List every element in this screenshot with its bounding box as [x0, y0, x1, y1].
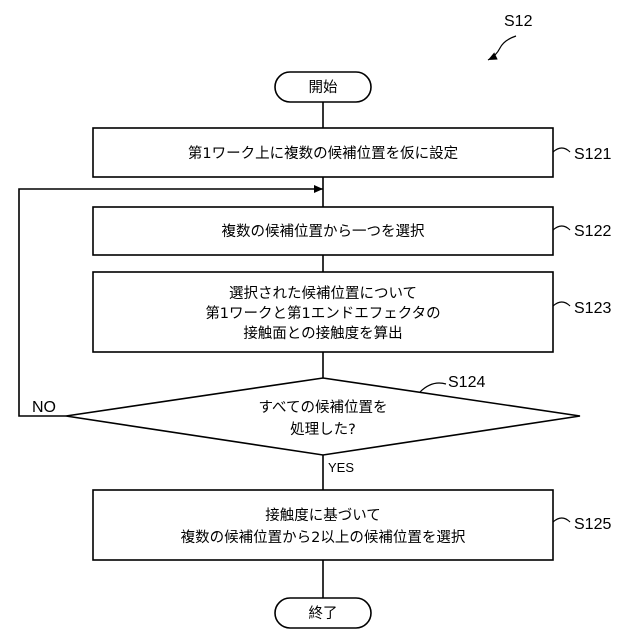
step-s122-text: 複数の候補位置から一つを選択 [222, 223, 425, 240]
step-s125-line-1: 接触度に基づいて [265, 507, 381, 524]
decision-s124-leader [420, 383, 446, 392]
step-s125-leader [553, 518, 570, 522]
step-s121-leader [553, 148, 570, 152]
step-s121-id: S121 [574, 146, 611, 163]
step-s123-line-1: 選択された候補位置について [229, 285, 417, 302]
start-label: 開始 [309, 79, 338, 96]
end-label: 終了 [309, 605, 338, 622]
step-s125-line-2: 複数の候補位置から2以上の候補位置を選択 [181, 529, 466, 546]
decision-s124-line-1: すべての候補位置を [259, 399, 388, 416]
step-s122-id: S122 [574, 223, 611, 240]
decision-s124-id: S124 [448, 374, 485, 391]
no-label: NO [32, 399, 56, 416]
step-s123-line-2: 第1ワークと第1エンドエフェクタの [205, 304, 440, 322]
step-s125-id: S125 [574, 516, 611, 533]
step-s121-text: 第1ワーク上に複数の候補位置を仮に設定 [188, 144, 458, 162]
step-s122-leader [553, 226, 570, 230]
yes-label: YES [328, 460, 354, 475]
step-s123-leader [553, 302, 570, 306]
diagram-label: S12 [504, 13, 533, 30]
step-s123-id: S123 [574, 300, 611, 317]
step-s123-line-3: 接触面との接触度を算出 [243, 325, 402, 342]
step-s125-box [93, 490, 553, 560]
diagram-label-arrow [488, 36, 516, 60]
decision-s124-line-2: 処理した? [290, 421, 356, 438]
decision-s124-diamond [66, 378, 580, 455]
